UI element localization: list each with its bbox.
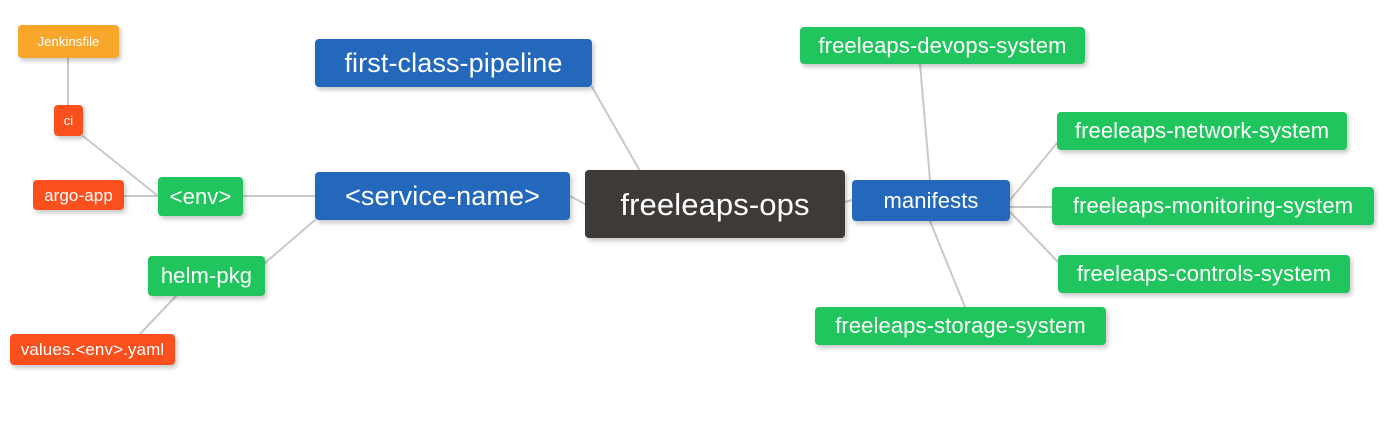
mindmap-node-root[interactable]: freeleaps-ops: [585, 170, 845, 238]
mindmap-node-first-class-pipeline[interactable]: first-class-pipeline: [315, 39, 592, 87]
mindmap-node-ci[interactable]: ci: [54, 105, 83, 136]
node-label-service-name: <service-name>: [345, 180, 540, 211]
mindmap-node-jenkinsfile[interactable]: Jenkinsfile: [18, 25, 119, 58]
node-label-freeleaps-network-system: freeleaps-network-system: [1074, 118, 1330, 143]
edge-root-to-first-class-pipeline: [591, 86, 641, 172]
mindmap-node-freeleaps-monitoring-system[interactable]: freeleaps-monitoring-system: [1052, 187, 1374, 225]
node-label-env: <env>: [169, 183, 232, 209]
edge-root-to-service-name: [569, 195, 586, 205]
node-label-freeleaps-controls-system: freeleaps-controls-system: [1076, 261, 1332, 286]
mindmap-node-values-env-yaml[interactable]: values.<env>.yaml: [10, 334, 175, 365]
edge-root-to-manifests: [844, 199, 853, 203]
node-label-freeleaps-monitoring-system: freeleaps-monitoring-system: [1072, 193, 1354, 218]
node-label-argo-app: argo-app: [44, 185, 113, 205]
edge-service-name-to-helm-pkg: [264, 219, 316, 264]
node-label-values-env-yaml: values.<env>.yaml: [20, 340, 165, 359]
edge-manifests-to-freeleaps-network-system: [1009, 142, 1058, 201]
node-label-manifests: manifests: [883, 187, 979, 213]
mindmap-node-manifests[interactable]: manifests: [852, 180, 1010, 221]
mindmap-node-helm-pkg[interactable]: helm-pkg: [148, 256, 265, 296]
node-label-first-class-pipeline: first-class-pipeline: [344, 47, 563, 78]
mindmap-node-freeleaps-devops-system[interactable]: freeleaps-devops-system: [800, 27, 1085, 64]
node-label-jenkinsfile: Jenkinsfile: [37, 34, 100, 49]
edge-manifests-to-freeleaps-devops-system: [919, 63, 931, 181]
mindmap-node-argo-app[interactable]: argo-app: [33, 180, 124, 210]
edge-helm-pkg-to-values-env-yaml: [139, 295, 177, 335]
mindmap-node-freeleaps-network-system[interactable]: freeleaps-network-system: [1057, 112, 1347, 150]
mindmap-node-freeleaps-storage-system[interactable]: freeleaps-storage-system: [815, 307, 1106, 345]
mindmap-node-freeleaps-controls-system[interactable]: freeleaps-controls-system: [1058, 255, 1350, 293]
mindmap-node-env[interactable]: <env>: [158, 177, 243, 216]
node-label-freeleaps-storage-system: freeleaps-storage-system: [835, 313, 1086, 338]
node-label-ci: ci: [63, 113, 74, 128]
node-label-helm-pkg: helm-pkg: [160, 263, 253, 288]
node-label-root: freeleaps-ops: [620, 186, 810, 222]
node-label-freeleaps-devops-system: freeleaps-devops-system: [818, 32, 1067, 58]
edge-manifests-to-freeleaps-controls-system: [1009, 211, 1059, 263]
edge-manifests-to-freeleaps-storage-system: [929, 220, 966, 308]
mindmap-node-service-name[interactable]: <service-name>: [315, 172, 570, 220]
